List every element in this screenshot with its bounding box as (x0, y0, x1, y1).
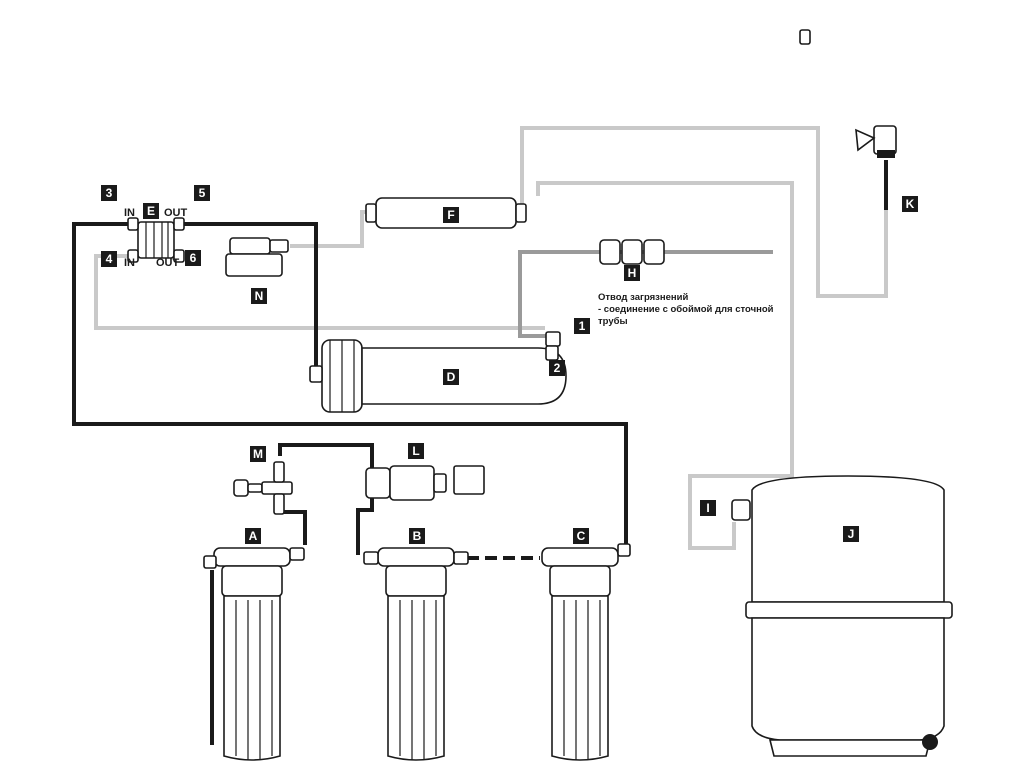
pump-l (365, 465, 485, 501)
svg-text:N: N (255, 289, 264, 303)
component-n (225, 237, 289, 277)
tube-m-to-a (283, 510, 307, 545)
badge-l: L (408, 443, 424, 459)
badge-k: K (902, 196, 918, 212)
svg-text:A: A (249, 529, 258, 543)
faucet (799, 17, 897, 158)
tube-e-to-d (178, 222, 318, 370)
svg-text:B: B (413, 529, 422, 543)
filter-h (599, 239, 665, 265)
svg-text:5: 5 (199, 186, 206, 200)
tube-l-to-b (356, 492, 374, 555)
badge-3: 3 (101, 185, 117, 201)
badge-4: 4 (101, 251, 117, 267)
badge-5: 5 (194, 185, 210, 201)
badge-f: F (443, 207, 459, 223)
tube-to-faucet (520, 126, 888, 298)
storage-tank-j (731, 475, 953, 757)
tube-c-to-e (72, 222, 628, 545)
badge-d: D (443, 369, 459, 385)
badge-h: H (624, 265, 640, 281)
badge-n: N (251, 288, 267, 304)
port-in-bottom: IN (124, 257, 135, 269)
svg-text:I: I (706, 501, 709, 515)
svg-text:2: 2 (554, 361, 561, 375)
svg-text:3: 3 (106, 186, 113, 200)
black-tubing (72, 160, 888, 745)
badge-m: M (250, 446, 266, 462)
badge-i: I (700, 500, 716, 516)
svg-text:C: C (577, 529, 586, 543)
tube-m-to-l (278, 443, 374, 470)
svg-text:J: J (848, 527, 855, 541)
housing-c (541, 543, 631, 761)
badge-c: C (573, 528, 589, 544)
port-out-top: OUT (164, 207, 188, 219)
svg-text:D: D (447, 370, 456, 384)
badge-6: 6 (185, 250, 201, 266)
drain-note-line1: Отвод загрязнений (598, 292, 688, 303)
drain-note-line3: трубы (598, 316, 628, 327)
svg-text:4: 4 (106, 252, 113, 266)
badge-a: A (245, 528, 261, 544)
svg-text:E: E (147, 204, 155, 218)
badge-2: 2 (549, 360, 565, 376)
svg-text:1: 1 (579, 319, 586, 333)
valve-m (233, 461, 293, 515)
membrane-housing-d (309, 331, 567, 413)
tube-to-tank (536, 181, 794, 550)
badge-j: J (843, 526, 859, 542)
svg-text:L: L (412, 444, 419, 458)
flow-block-e (127, 217, 185, 263)
svg-text:H: H (628, 266, 637, 280)
svg-text:M: M (253, 447, 263, 461)
badge-1: 1 (574, 318, 590, 334)
svg-text:6: 6 (190, 251, 197, 265)
tube-f-to-n (290, 210, 372, 248)
badge-e: E (143, 203, 159, 219)
badge-b: B (409, 528, 425, 544)
svg-text:K: K (906, 197, 915, 211)
housing-a (203, 547, 305, 761)
svg-text:F: F (447, 208, 454, 222)
port-out-bottom: OUT (156, 257, 180, 269)
housing-b (363, 547, 469, 761)
port-in-top: IN (124, 207, 135, 219)
drain-note-line2: - соединение с обоймой для сточной (598, 304, 774, 315)
